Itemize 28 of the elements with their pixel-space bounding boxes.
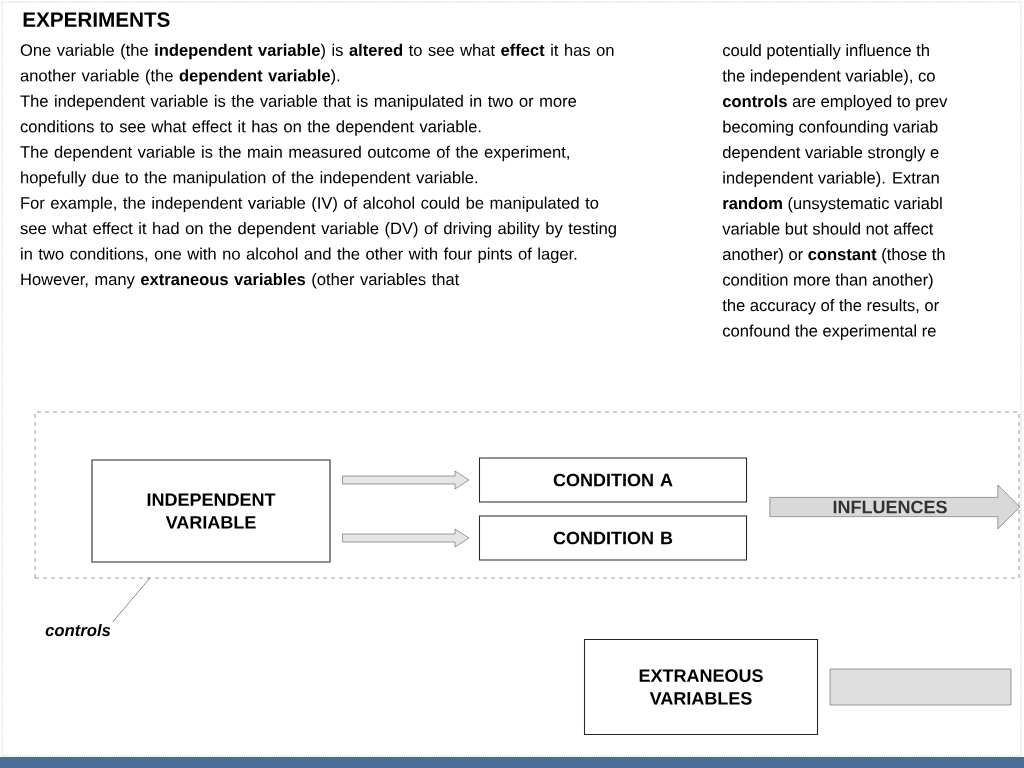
paragraph: One variable (the independent variable) is altered to see what effect it has on another variable (the dependent variable).: [20, 43, 614, 85]
text-line: controls are employed to prev: [722, 95, 948, 111]
text-line: becoming confounding variab: [723, 120, 938, 136]
paragraph: For example, the independent variable (IV) of alcohol could be manipulated to see what effect it had on the dependent variable (DV) of driving ability by testing in two conditions, one with no alcohol and the other with four pints of lager.: [20, 196, 616, 263]
text-line: confound the experimental re: [723, 324, 936, 340]
text-line: independent variable). Extran: [723, 171, 939, 187]
text-line: the independent variable), co: [722, 69, 935, 85]
block-arrow: [342, 470, 470, 490]
text-line: another) or constant (those th: [723, 248, 945, 264]
text-line: the accuracy of the results, or: [722, 299, 939, 315]
variable-box: EXTRANEOUS VARIABLES: [583, 638, 819, 736]
text-line: dependent variable strongly e: [722, 146, 939, 162]
heading: EXPERIMENTS: [23, 12, 170, 27]
paragraph: The dependent variable is the main measured outcome of the experiment, hopefully due to the manipulation of the independent variable.: [20, 145, 569, 187]
condition-box: CONDITION B: [478, 515, 748, 561]
variable-box: INDEPENDENT VARIABLE: [91, 459, 331, 563]
text-line: random (unsystematic variabl: [723, 197, 942, 213]
text-line: variable but should not affect: [722, 222, 934, 235]
block-arrow: [342, 528, 470, 548]
text-line: condition more than another): [723, 273, 933, 289]
text-line: could potentially influence th: [723, 44, 929, 60]
paragraph: However, many extraneous variables (other variables that: [21, 273, 460, 289]
block-arrow: [829, 668, 1012, 706]
condition-box: CONDITION A: [478, 457, 748, 503]
paragraph: The independent variable is the variable that is manipulated in two or more conditions to see what effect it has on the dependent variable.: [20, 94, 577, 136]
annotation-text: controls: [45, 623, 111, 637]
leader-line: [112, 577, 151, 623]
dashed-box: [34, 411, 1020, 579]
